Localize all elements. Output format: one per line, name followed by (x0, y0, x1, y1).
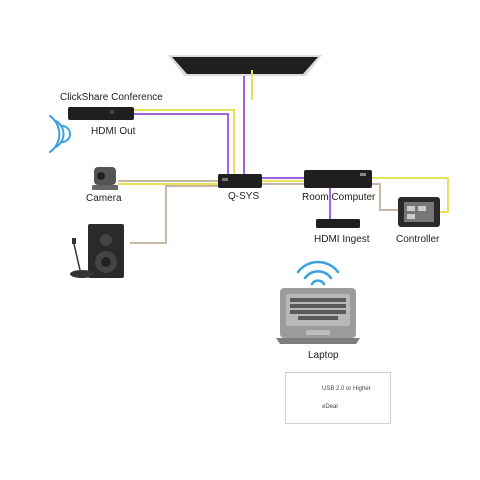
qsys-label: Q-SYS (228, 191, 260, 202)
microphone-icon (70, 238, 94, 278)
controller-label: Controller (396, 234, 440, 245)
laptop-wifi-icon (296, 260, 340, 286)
legend-ethernet-label: eDeal (322, 404, 338, 410)
legend-usb-label: USB 2.0 or Higher (322, 386, 371, 392)
connection-lines (118, 70, 449, 244)
room-computer-label: Room Computer (302, 192, 376, 203)
clickshare-device (68, 107, 134, 120)
camera-icon (92, 167, 118, 190)
hdmi-out-label: HDMI Out (91, 126, 136, 137)
hdmi-ingest-label: HDMI Ingest (314, 234, 370, 245)
qsys-core (218, 174, 262, 188)
speaker-icon (88, 224, 124, 278)
laptop-label: Laptop (308, 350, 339, 361)
controller-device (398, 197, 440, 227)
ceiling-display (168, 55, 322, 76)
room-computer-device (304, 170, 372, 188)
camera-label: Camera (86, 193, 122, 204)
wifi-icon (49, 115, 71, 153)
laptop-icon (276, 288, 360, 344)
legend (285, 372, 391, 424)
hdmi-ingest-device (316, 219, 360, 228)
clickshare-label: ClickShare Conference (60, 92, 163, 103)
